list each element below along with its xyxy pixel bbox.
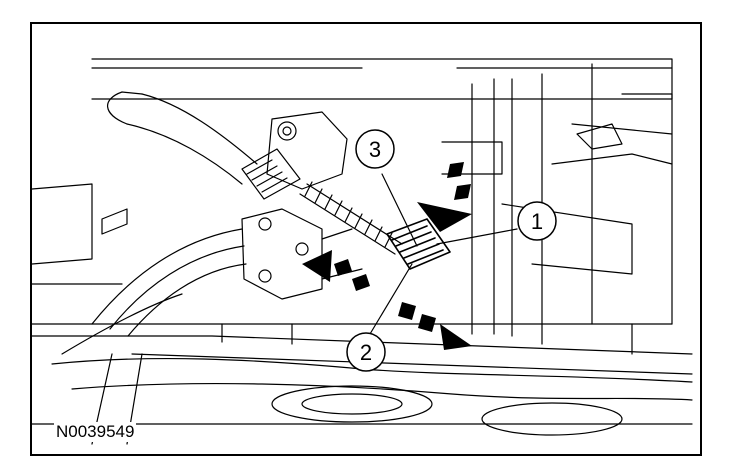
line-drawing: 3 1 2 — [32, 58, 693, 445]
spring — [299, 181, 403, 255]
direction-arrows — [302, 162, 472, 350]
upper-bracket — [241, 111, 348, 200]
diagram-frame: 3 1 2 N0039549 — [30, 22, 702, 456]
svg-text:3: 3 — [369, 137, 381, 162]
background-frame — [32, 58, 673, 345]
lower-bracket — [241, 208, 363, 300]
svg-text:1: 1 — [531, 209, 543, 234]
dashed-arrow-lower-icon — [398, 302, 472, 350]
callout-1: 1 — [517, 201, 557, 241]
tubes — [61, 228, 247, 355]
svg-text:2: 2 — [360, 340, 372, 365]
dashed-arrow-left-icon — [302, 250, 370, 291]
leader-lines — [366, 173, 518, 340]
callout-3: 3 — [355, 129, 395, 169]
dashed-arrow-upper-icon — [417, 162, 472, 232]
cable — [107, 91, 258, 185]
figure-id-label: N0039549 — [54, 422, 137, 442]
callout-2: 2 — [346, 332, 386, 372]
